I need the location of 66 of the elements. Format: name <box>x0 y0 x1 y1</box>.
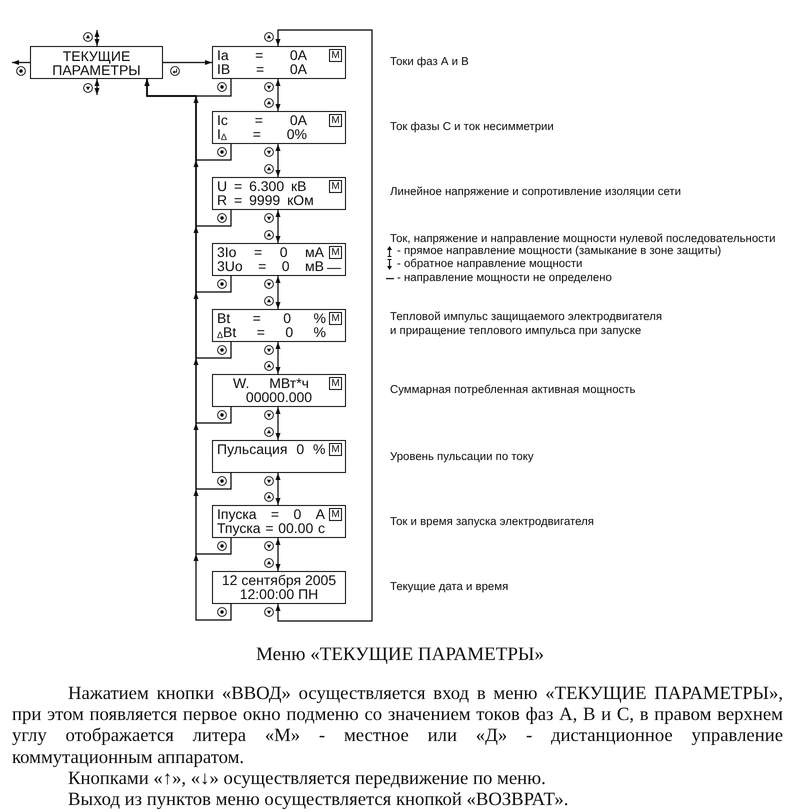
navigation-arrow <box>276 473 280 505</box>
navigation-arrow <box>276 342 280 374</box>
screen-description: Линейное напряжение и сопротивление изоляции сети <box>390 185 682 199</box>
display-text: 3Io = 0 мА <box>217 245 324 259</box>
mode-letter: М <box>331 509 340 520</box>
legend-text: - направление мощности не определено <box>397 272 612 285</box>
display-text: Bt = 0 % <box>217 311 326 325</box>
display-text: $_{Δ}$Bt = 0 % <box>217 325 326 339</box>
mode-letter: М <box>331 378 340 389</box>
display-screen <box>212 505 346 538</box>
menu-label: ТЕКУЩИЕ ПАРАМЕТРЫ <box>51 48 142 76</box>
screen-description: Уровень пульсации по току <box>390 450 534 464</box>
screen-description: Суммарная потребленная активная мощность <box>390 383 636 397</box>
legend-text: - обратное направление мощности <box>397 258 582 271</box>
figure-caption: Меню «ТЕКУЩИЕ ПАРАМЕТРЫ» <box>255 644 545 666</box>
screen-description: Ток фазы С и ток несимметрии <box>390 120 554 134</box>
display-screen <box>212 111 346 144</box>
navigation-arrow <box>276 29 373 622</box>
display-screen <box>212 309 346 342</box>
screen-description: Токи фаз А и В <box>390 55 469 69</box>
mode-letter: М <box>331 50 340 61</box>
menu-box <box>30 46 163 79</box>
display-symbol: — <box>327 260 341 274</box>
navigation-arrow <box>276 79 280 111</box>
navigation-arrow <box>276 276 280 309</box>
mode-letter: М <box>331 444 340 455</box>
legend-text: - прямое направление мощности (замыкание в зоне защиты) <box>397 245 722 258</box>
screen-description: Ток и время запуска электродвигателя <box>390 515 594 529</box>
body-paragraph: Выход из пунктов меню осуществляется кнопкой «ВОЗВРАТ». <box>67 789 570 810</box>
display-text: U = 6.300 кВ <box>217 179 308 193</box>
mode-letter: М <box>331 115 340 126</box>
display-text: Iпуска = 0 A <box>217 507 325 521</box>
navigation-arrow <box>12 60 30 65</box>
body-paragraph: Кнопками «↑», «↓» осуществляется передвижение по меню. <box>67 768 547 790</box>
display-text: 12 сентября 2005 <box>220 573 338 587</box>
navigation-arrow <box>163 60 212 65</box>
display-text: 12:00:00 ПН <box>238 587 320 601</box>
display-screen <box>212 440 346 473</box>
mode-letter: М <box>331 247 340 258</box>
display-text: 00000.000 <box>244 390 314 404</box>
display-text: 3Uo = 0 мВ <box>217 259 324 273</box>
display-text: IB = 0A <box>217 62 307 76</box>
display-text: W. МВт*ч <box>232 376 310 390</box>
display-text: Тпуска = 00.00 с <box>217 521 325 535</box>
display-text: R = 9999 кОм <box>217 193 315 207</box>
display-screen <box>212 374 346 407</box>
display-screen <box>212 177 346 210</box>
navigation-arrow <box>276 210 280 243</box>
screen-description: Тепловой импульс защищаемого электродвигателя и приращение теплового импульса при запуске <box>390 310 664 338</box>
display-screen <box>212 571 346 604</box>
screen-description: Текущие дата и время <box>390 580 508 594</box>
display-screen <box>212 243 346 276</box>
display-text: Ia = 0A <box>217 48 307 62</box>
display-text: I$_{Δ}$ = 0% <box>217 127 307 141</box>
navigation-arrow <box>276 144 280 177</box>
navigation-arrow <box>94 79 100 95</box>
display-text: Ic = 0A <box>217 113 307 127</box>
mode-letter: М <box>331 313 340 324</box>
body-paragraph: Нажатием кнопки «ВВОД» осуществляется вход в меню «ТЕКУЩИЕ ПАРАМЕТРЫ», при этом появляется первое окно подменю со значением токов фаз А, В и С, в правом верхнем углу отображается литера «М» - местное или «Д» - дистанционное управление коммутационным аппаратом. <box>12 683 783 768</box>
navigation-arrow <box>276 538 280 571</box>
navigation-arrow <box>94 30 100 46</box>
screen-description: Ток, напряжение и направление мощности нулевой последовательности <box>390 232 776 246</box>
display-screen <box>212 46 346 79</box>
display-text: Пульсация 0 % <box>217 442 325 456</box>
mode-letter: М <box>331 181 340 192</box>
navigation-arrow <box>276 407 280 440</box>
